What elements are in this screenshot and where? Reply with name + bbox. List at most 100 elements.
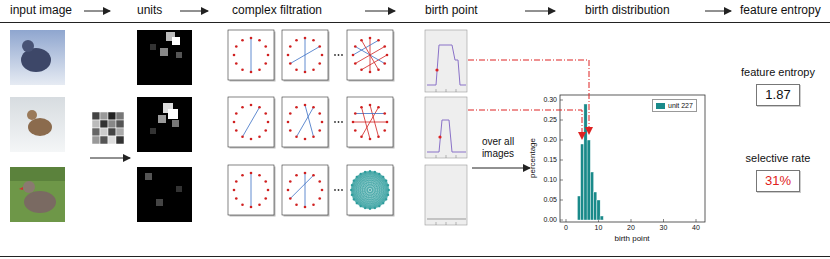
- filtration-mark: [338, 54, 340, 56]
- filtration-mark: [360, 135, 363, 138]
- filtration-mark: [351, 194, 353, 196]
- filtration-mark: [362, 40, 379, 69]
- filtration-mark: [377, 135, 380, 138]
- filtration-mark: [383, 112, 386, 115]
- tick-label: 0.10: [543, 176, 557, 184]
- filtration-mark: [357, 174, 361, 177]
- filtration-mark: [267, 189, 270, 192]
- box-heading: selective rate: [730, 152, 826, 165]
- filtration-mark: [334, 121, 336, 123]
- filtration-mark: [383, 45, 386, 48]
- filtration-mark: [241, 68, 244, 71]
- tick-label: 0.25: [543, 116, 557, 124]
- filtration-mark: [241, 203, 244, 206]
- filtration-mark: [360, 173, 362, 175]
- filtration-mark: [228, 30, 274, 80]
- tick-label: 40: [692, 224, 700, 232]
- filtration-mark: [312, 106, 315, 109]
- legend-box: unit 227: [652, 99, 697, 112]
- filtration-mark: [357, 172, 366, 204]
- filtration-mark: [354, 172, 366, 181]
- filtration-mark: [295, 203, 298, 206]
- filtration-mark: [295, 135, 298, 138]
- filtration-mark: [369, 37, 372, 40]
- filtration-mark: [267, 121, 270, 124]
- filtration-mark: [352, 172, 365, 195]
- filtration-mark: [295, 106, 298, 109]
- filtration-mark: [289, 112, 292, 115]
- filtration-mark: [235, 62, 238, 65]
- filtration-mark: [354, 181, 375, 209]
- filtration-mark: [351, 177, 357, 190]
- filtration-mark: [251, 38, 252, 72]
- filtration-mark: [377, 106, 380, 109]
- filtration-mark: [258, 106, 261, 109]
- filtration-mark: [365, 172, 370, 209]
- filtration-mark: [250, 206, 253, 209]
- filtration-mark: [356, 203, 358, 205]
- filtration-mark: [318, 197, 321, 200]
- filtration-mark: [305, 105, 314, 137]
- filtration-mark: [354, 112, 357, 115]
- filtration-mark: [312, 68, 315, 71]
- filtration-mark: [360, 68, 363, 71]
- filtration-mark: [354, 62, 357, 65]
- filtration-mark: [351, 172, 365, 190]
- filtration-mark: [241, 174, 244, 177]
- filtration-mark: [383, 129, 386, 132]
- filtration-mark: [355, 113, 384, 114]
- filtration-mark: [354, 181, 370, 210]
- filtration-mark: [295, 174, 298, 177]
- filtration-mark: [383, 203, 385, 205]
- filtration-mark: [352, 174, 361, 186]
- filtration-mark: [228, 165, 274, 215]
- filtration-mark: [361, 172, 366, 174]
- filtration-mark: [365, 172, 379, 207]
- filtration-mark: [370, 105, 379, 137]
- filtration-mark: [318, 129, 321, 132]
- filtration-mark: [383, 62, 386, 65]
- filtration-mark: [388, 189, 390, 191]
- filtration-mark: [251, 173, 252, 207]
- filtration-mark: [379, 173, 381, 175]
- filtration-mark: [243, 107, 260, 136]
- filtration-mark: [258, 39, 261, 42]
- filtration-mark: [235, 197, 238, 200]
- filtration-mark: [318, 62, 321, 65]
- filtration-mark: [347, 30, 393, 80]
- filtration-mark: [289, 197, 292, 200]
- filtration-mark: [264, 112, 267, 115]
- filtration-mark: [250, 37, 253, 40]
- filtration-mark: [351, 174, 361, 190]
- filtration-mark: [374, 171, 376, 173]
- filtration-mark: [267, 54, 270, 57]
- filtration-mark: [290, 175, 313, 198]
- tick-label: 10: [595, 224, 603, 232]
- filtration-mark: [264, 62, 267, 65]
- filtration-mark: [321, 121, 324, 124]
- filtration-mark: [287, 189, 290, 192]
- filtration-mark: [387, 194, 389, 196]
- filtration-mark: [353, 180, 355, 182]
- filtration-mark: [282, 165, 328, 215]
- filtration-mark: [360, 106, 363, 109]
- tick-label: 30: [660, 224, 668, 232]
- filtration-mark: [350, 189, 352, 191]
- filtration-mark: [312, 174, 315, 177]
- filtration-mark: [352, 174, 361, 195]
- filtration-mark: [305, 173, 306, 207]
- filtration-mark: [386, 199, 388, 201]
- filtration-mark: [341, 54, 343, 56]
- filtration-mark: [264, 45, 267, 48]
- value-box: feature entropy1.87: [730, 66, 826, 106]
- filtration-mark: [352, 54, 355, 57]
- tick-label: 0.05: [543, 196, 557, 204]
- filtration-mark: [360, 206, 362, 208]
- filtration-mark: [290, 47, 319, 64]
- filtration-mark: [353, 122, 387, 123]
- column-header: birth point: [425, 4, 478, 18]
- step-note: over all images: [473, 136, 523, 159]
- filtration-mark: [357, 172, 366, 177]
- filtration-mark: [362, 107, 371, 139]
